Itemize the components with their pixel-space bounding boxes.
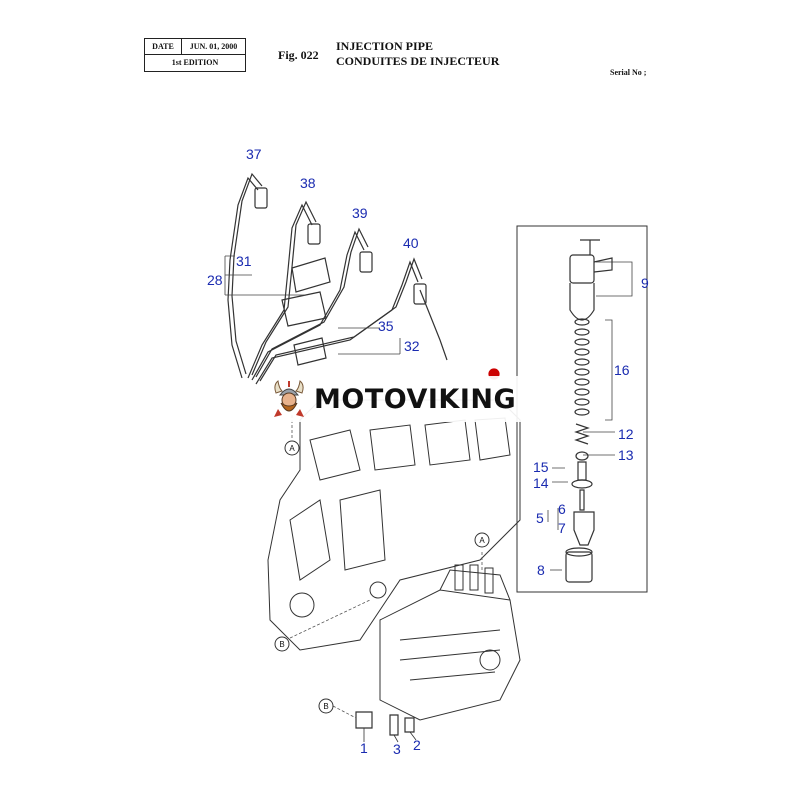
callout-31: 31 <box>236 253 252 269</box>
callout-12: 12 <box>618 426 634 442</box>
callout-15: 15 <box>533 459 549 475</box>
ref-marker-b-bottom: B <box>318 698 334 714</box>
watermark-text: MOTOVIKING <box>314 383 517 415</box>
fuel-injection-pump <box>379 564 521 721</box>
seal-13 <box>575 451 589 461</box>
edition-box: DATE JUN. 01, 2000 1st EDITION <box>144 38 246 72</box>
callout-8: 8 <box>537 562 545 578</box>
reference-leaders <box>289 415 483 719</box>
injection-pipe-40 <box>255 257 448 385</box>
injection-pipe-38 <box>247 200 321 379</box>
leader-lines <box>224 255 633 571</box>
spring-stack <box>574 318 590 416</box>
callout-5: 5 <box>536 510 544 526</box>
edition-label: 1st EDITION <box>171 58 219 67</box>
ref-marker-b-left-label: B <box>279 640 284 649</box>
callout-14: 14 <box>533 475 549 491</box>
title-french: CONDUITES DE INJECTEUR <box>336 54 500 68</box>
figure-title: INJECTION PIPE CONDUITES DE INJECTEUR <box>336 39 499 69</box>
callout-35: 35 <box>378 318 394 334</box>
callout-9: 9 <box>641 275 649 291</box>
callout-3: 3 <box>393 741 401 757</box>
date-label: DATE <box>145 39 182 54</box>
callout-32: 32 <box>404 338 420 354</box>
ref-marker-a-top: A <box>284 440 300 456</box>
callout-37: 37 <box>246 146 262 162</box>
callout-1: 1 <box>360 740 368 756</box>
serial-number: Serial No ; <box>610 68 647 77</box>
callout-13: 13 <box>618 447 634 463</box>
ref-marker-a-top-label: A <box>289 444 295 453</box>
callout-16: 16 <box>614 362 630 378</box>
callout-2: 2 <box>413 737 421 753</box>
pipe-clamp <box>281 257 331 366</box>
ref-marker-b-bottom-label: B <box>323 702 328 711</box>
ref-marker-a-pump-label: A <box>479 536 485 545</box>
callout-39: 39 <box>352 205 368 221</box>
pump-bracket <box>355 711 417 743</box>
callout-38: 38 <box>300 175 316 191</box>
date-value: JUN. 01, 2000 <box>189 42 238 51</box>
callout-28: 28 <box>207 272 223 288</box>
figure-number: Fig. 022 <box>278 48 319 62</box>
nozzle-pin <box>571 461 595 546</box>
coil-spring-12 <box>574 423 590 445</box>
injection-pipe-39 <box>251 227 373 381</box>
nozzle-nut-8 <box>565 547 593 583</box>
ref-marker-a-pump: A <box>474 532 490 548</box>
viking-logo-icon <box>274 380 304 417</box>
title-english: INJECTION PIPE <box>336 39 434 53</box>
ref-marker-b-left: B <box>274 636 290 652</box>
nozzle-holder <box>569 239 613 321</box>
callout-6: 6 <box>558 501 566 517</box>
callout-40: 40 <box>403 235 419 251</box>
callout-7: 7 <box>558 520 566 536</box>
watermark-banner: MOTOVIKING <box>264 376 536 422</box>
